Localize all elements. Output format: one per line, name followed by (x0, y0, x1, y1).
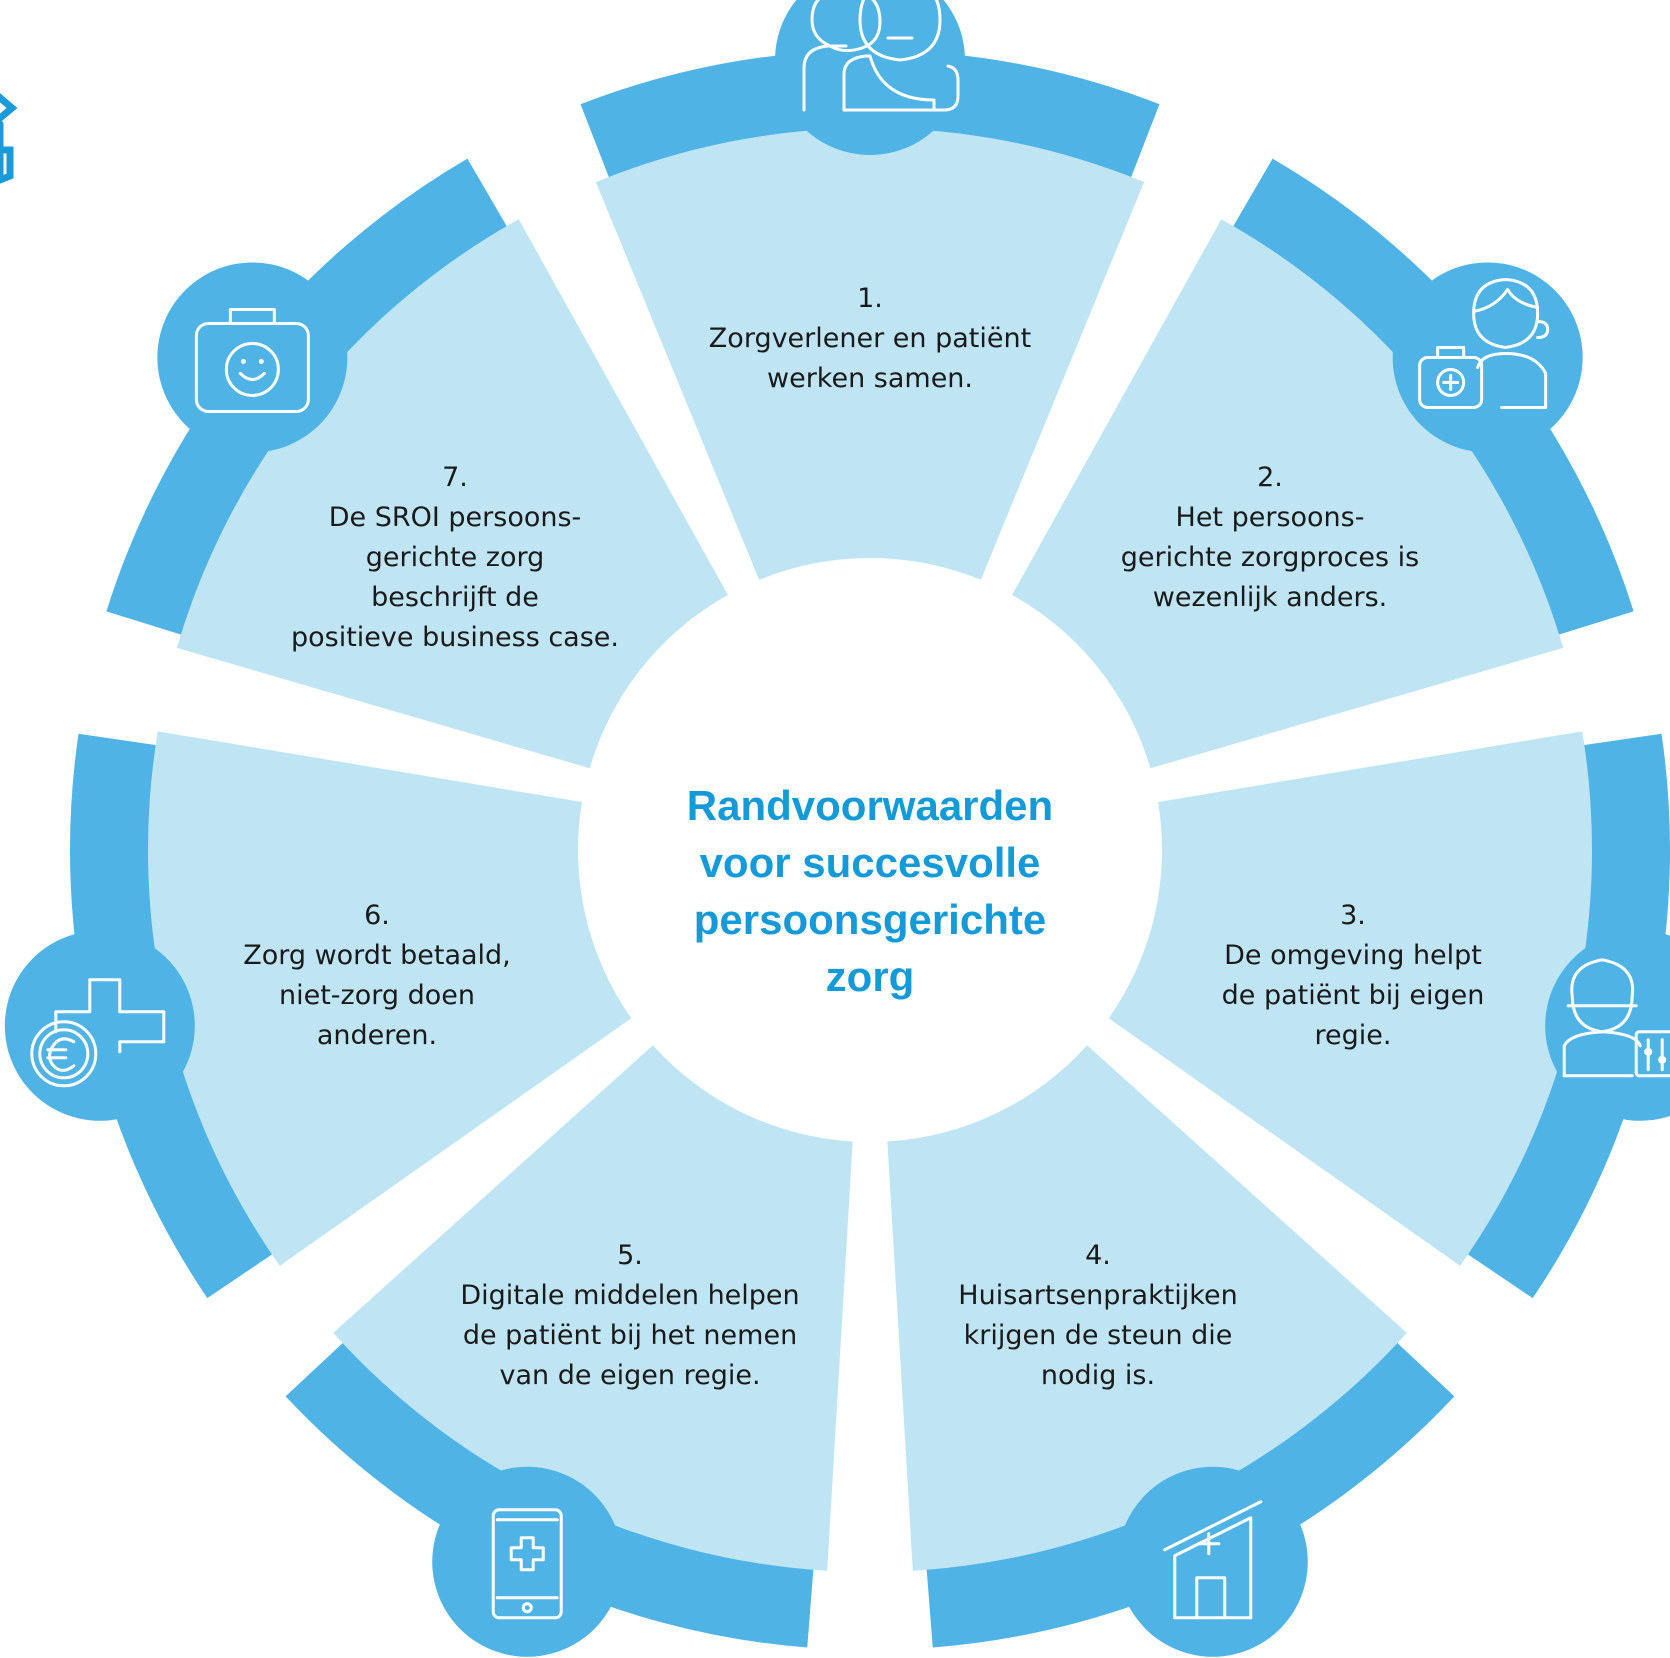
segment-6-ring (70, 733, 276, 1299)
segment-6-line-3: anderen. (317, 1020, 437, 1051)
logo-fragment (0, 93, 18, 184)
segment-2 (1012, 219, 1564, 769)
segment-4-line-1: Huisartsenpraktijken (958, 1280, 1237, 1311)
segments-layer (70, 50, 1670, 1648)
segment-3-number: 3. (1340, 900, 1366, 931)
smiley-medkit-icon (194, 307, 310, 413)
icons-layer (4, 0, 1670, 1657)
segment-7-line-4: positieve business case. (291, 622, 619, 653)
segment-1-icon-badge (775, 0, 965, 155)
segment-1 (595, 128, 1145, 580)
segment-3-text: 3. De omgeving helpt de patiënt bij eige… (1222, 900, 1485, 1051)
segment-7-line-2: gerichte zorg (366, 542, 545, 573)
center-title: Randvoorwaarden voor succesvolle persoon… (687, 782, 1053, 1000)
person-with-medkit-icon (1418, 277, 1550, 409)
segment-5-line-1: Digitale middelen helpen (460, 1280, 799, 1311)
segment-7-text: 7. De SROI persoons- gerichte zorg besch… (291, 462, 619, 653)
center-title-line-2: voor succesvolle (700, 839, 1041, 886)
segment-4-number: 4. (1085, 1240, 1111, 1271)
segment-6-line-1: Zorg wordt betaald, (243, 940, 511, 971)
center-title-line-4: zorg (826, 953, 915, 1000)
person-with-controls-icon (1562, 958, 1670, 1078)
segment-5-line-2: de patiënt bij het nemen (463, 1320, 797, 1351)
segment-2-number: 2. (1257, 462, 1283, 493)
segment-5-text: 5. Digitale middelen helpen de patiënt b… (460, 1240, 799, 1391)
segment-6-number: 6. (364, 900, 390, 931)
segment-6-icon-badge (4, 930, 195, 1121)
segment-2-line-2: gerichte zorgproces is (1121, 542, 1419, 573)
segment-4-icon-badge (1117, 1466, 1308, 1657)
clinic-building-icon (1163, 1500, 1263, 1620)
segment-1-number: 1. (857, 283, 883, 314)
segment-7-number: 7. (442, 462, 468, 493)
medical-phone-icon (491, 1508, 563, 1620)
segment-7-icon-badge (157, 262, 348, 453)
segment-5-icon-badge (432, 1466, 623, 1657)
caregiver-and-patient-icon (802, 0, 960, 112)
segment-4 (887, 1045, 1407, 1571)
segment-2-line-1: Het persoons- (1176, 502, 1365, 533)
segment-4-line-2: krijgen de steun die (964, 1320, 1233, 1351)
segment-1-line-2: werken samen. (767, 363, 973, 394)
segment-3-line-1: De omgeving helpt (1224, 940, 1482, 971)
segment-3-icon-badge (1545, 930, 1670, 1121)
segment-3-line-3: regie. (1315, 1020, 1392, 1051)
segment-6-line-2: niet-zorg doen (279, 980, 475, 1011)
segment-5-number: 5. (617, 1240, 643, 1271)
segment-1-text: 1. Zorgverlener en patiënt werken samen. (709, 283, 1031, 394)
segment-1-line-1: Zorgverlener en patiënt (709, 323, 1031, 354)
segment-6-text: 6. Zorg wordt betaald, niet-zorg doen an… (243, 900, 511, 1051)
segment-5 (333, 1045, 853, 1571)
segment-2-text: 2. Het persoons- gerichte zorgproces is … (1121, 462, 1419, 613)
segment-5-line-3: van de eigen regie. (499, 1360, 760, 1391)
segment-4-line-3: nodig is. (1041, 1360, 1155, 1391)
segment-3-line-2: de patiënt bij eigen (1222, 980, 1485, 1011)
segment-7 (176, 219, 728, 769)
segment-3 (1108, 731, 1592, 1266)
euro-cross-icon (30, 978, 166, 1088)
center-title-line-3: persoonsgerichte (694, 896, 1046, 943)
segment-7-line-3: beschrijft de (371, 582, 539, 613)
segment-7-line-1: De SROI persoons- (329, 502, 582, 533)
center-title-line-1: Randvoorwaarden (687, 782, 1053, 829)
segment-3-ring (1464, 733, 1670, 1299)
segment-6 (147, 731, 632, 1266)
segment-4-text: 4. Huisartsenpraktijken krijgen de steun… (958, 1240, 1237, 1391)
segment-2-line-3: wezenlijk anders. (1153, 582, 1387, 613)
